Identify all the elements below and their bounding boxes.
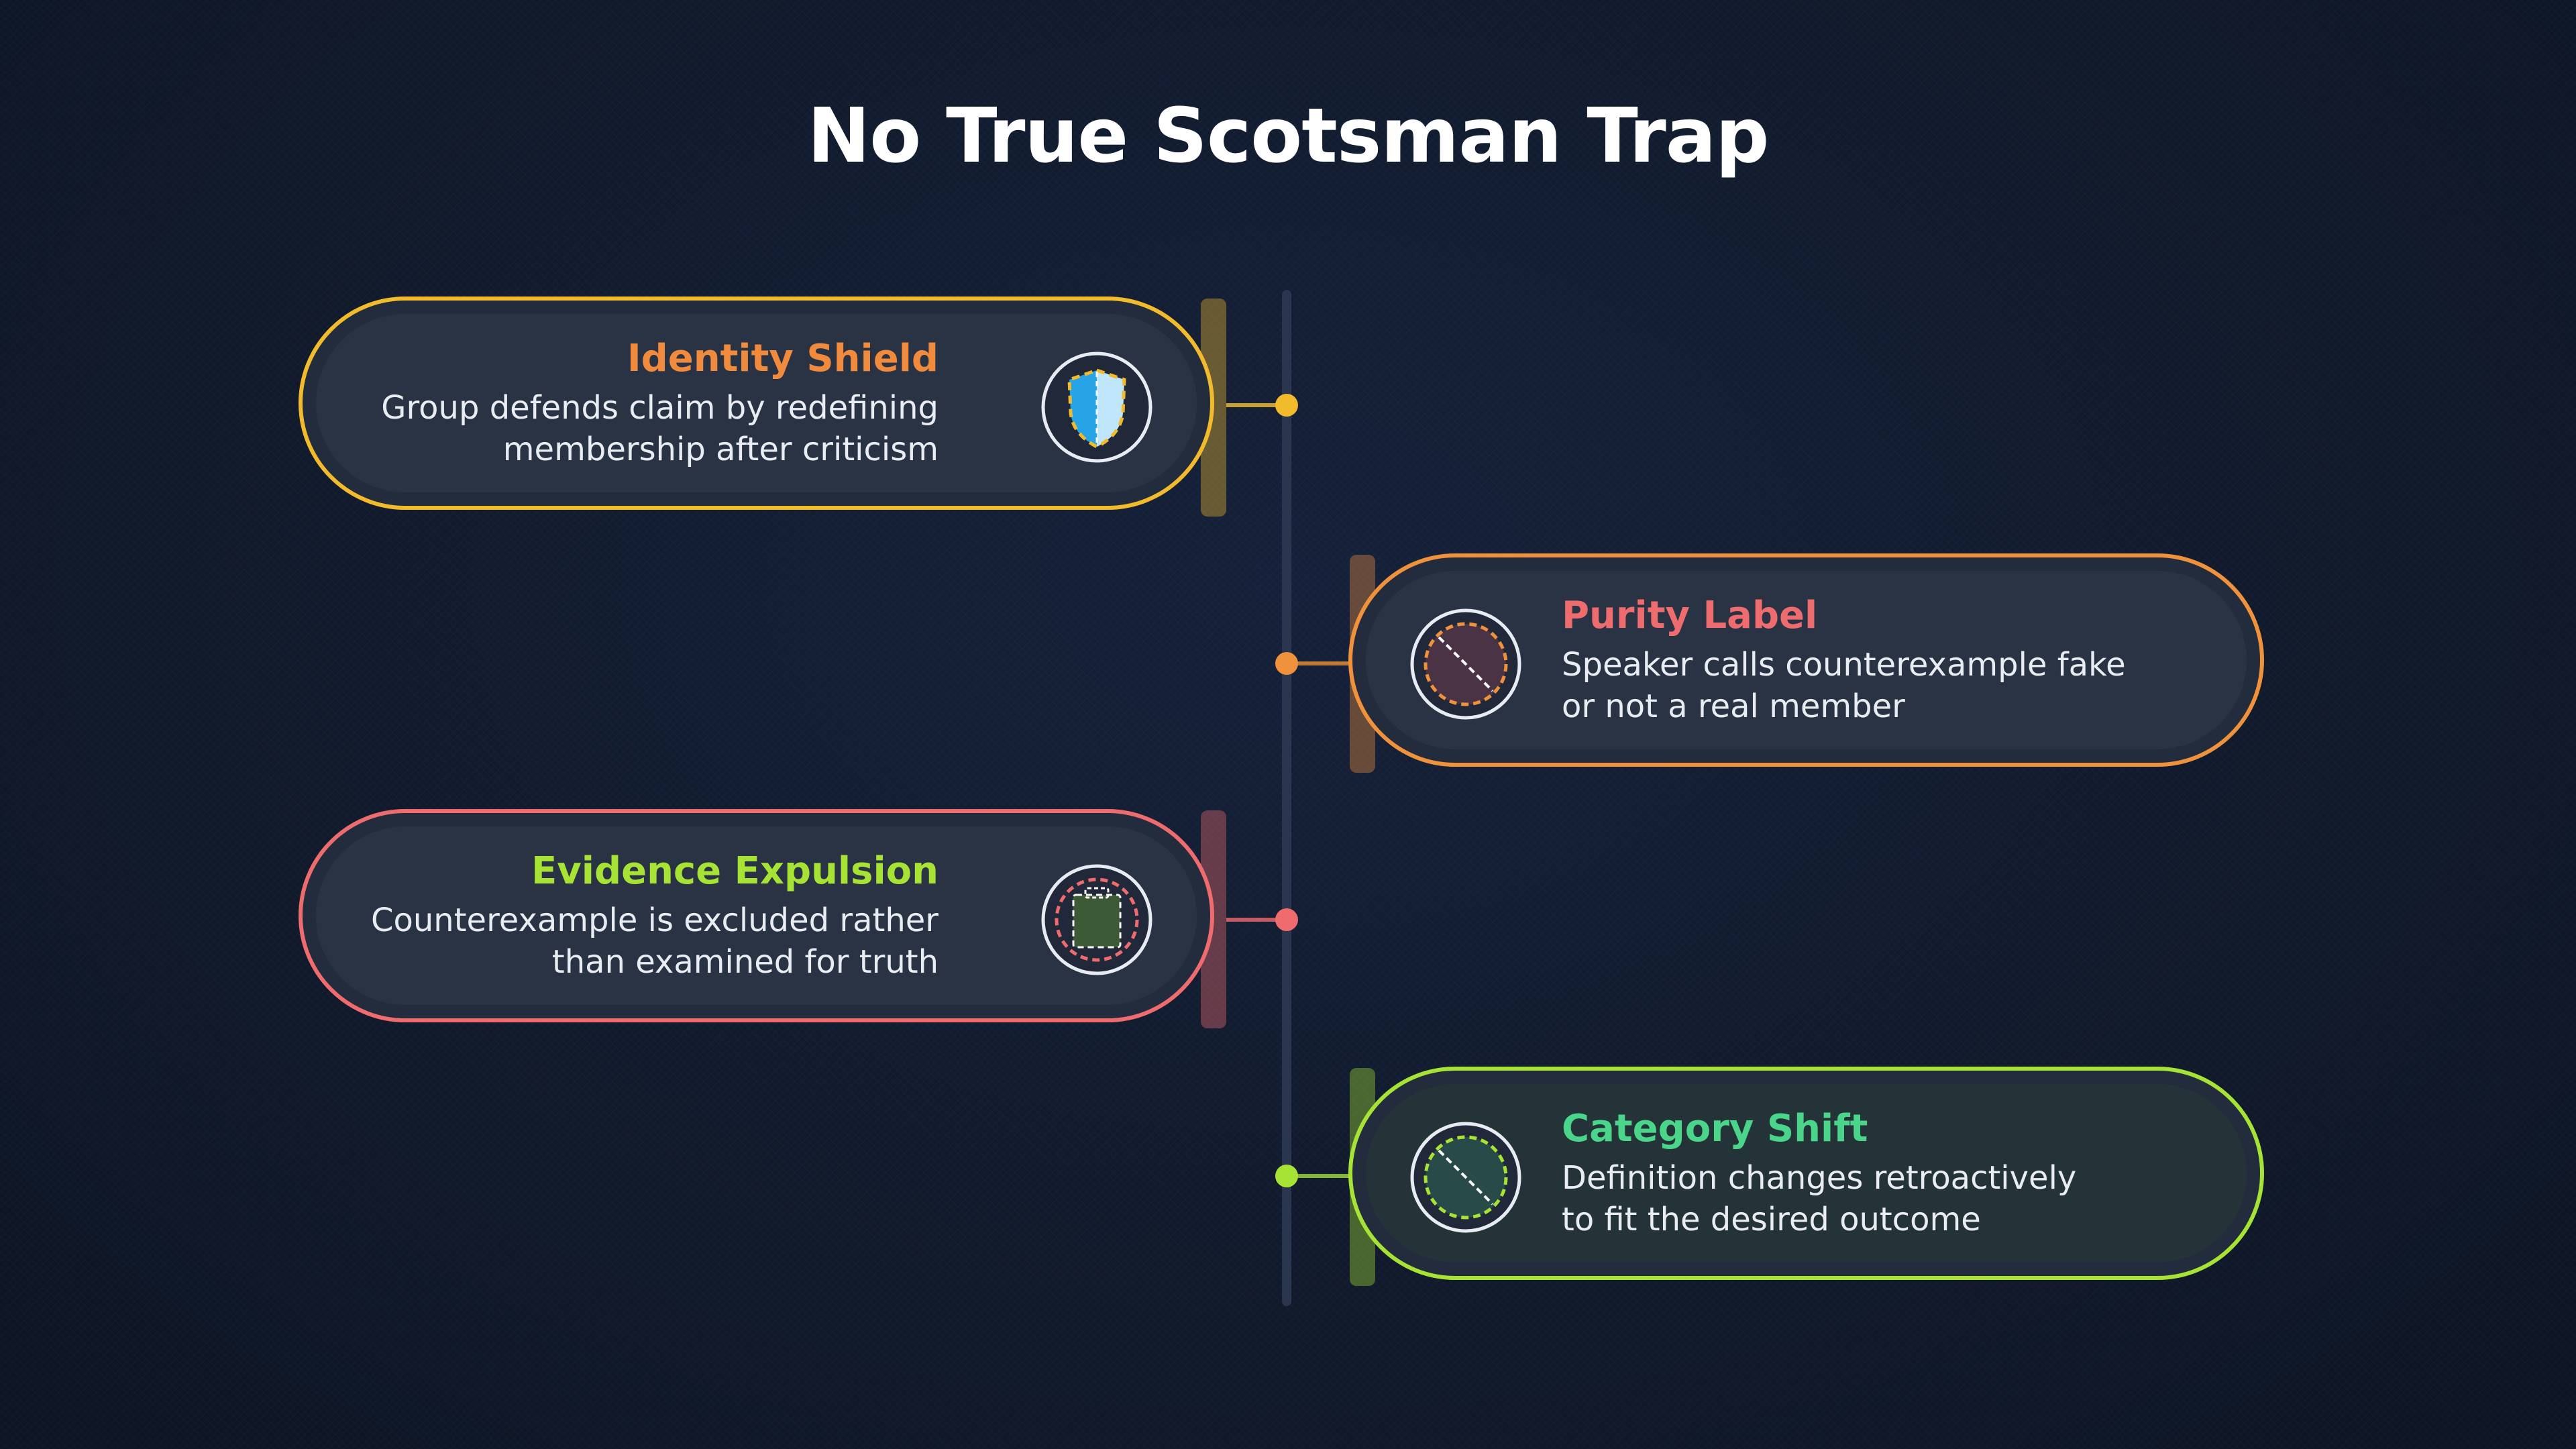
card-title: Identity Shield	[627, 336, 938, 380]
card-description: Group defends claim by redefining member…	[335, 387, 938, 470]
card-category-shift: Category Shift Definition changes retroa…	[1348, 1067, 2264, 1280]
connector-category-shift	[1287, 1174, 1350, 1178]
card-desc-line: Speaker calls counterexample fake	[1562, 645, 2126, 684]
card-text: Evidence Expulsion Counterexample is exc…	[335, 813, 938, 1018]
card-description: Counterexample is excluded rather than e…	[335, 900, 938, 983]
page-title: No True Scotsman Trap	[807, 93, 1770, 180]
timeline-dot-category-shift	[1275, 1165, 1298, 1187]
card-purity-label: Purity Label Speaker calls counterexampl…	[1348, 553, 2264, 767]
card-desc-line: Group defends claim by redefining	[381, 388, 938, 427]
card-desc-line: Counterexample is excluded rather	[371, 901, 938, 939]
card-desc-line: membership after criticism	[502, 430, 938, 468]
card-title: Purity Label	[1562, 593, 1818, 637]
shield-icon	[1041, 352, 1152, 463]
card-title: Category Shift	[1562, 1106, 1868, 1150]
connector-purity-label	[1287, 661, 1350, 665]
card-desc-line: than examined for truth	[551, 943, 938, 981]
card-text: Category Shift Definition changes retroa…	[1562, 1071, 2165, 1276]
timeline-dot-evidence-expulsion	[1275, 908, 1298, 931]
timeline-dot-purity-label	[1275, 652, 1298, 675]
card-identity-shield: Identity Shield Group defends claim by r…	[299, 297, 1214, 510]
connector-identity-shield	[1226, 403, 1287, 407]
card-desc-line: Definition changes retroactively	[1562, 1159, 2077, 1197]
card-text: Identity Shield Group defends claim by r…	[335, 301, 938, 506]
card-desc-line: to fit the desired outcome	[1562, 1200, 1981, 1238]
prohibited-icon	[1410, 608, 1521, 720]
card-desc-line: or not a real member	[1562, 687, 1905, 725]
card-description: Definition changes retroactively to fit …	[1562, 1157, 2165, 1240]
category-shift-icon	[1410, 1122, 1521, 1233]
evidence-box-icon	[1041, 864, 1152, 975]
card-evidence-expulsion: Evidence Expulsion Counterexample is exc…	[299, 809, 1214, 1022]
card-text: Purity Label Speaker calls counterexampl…	[1562, 557, 2165, 763]
timeline-dot-identity-shield	[1275, 394, 1298, 417]
card-description: Speaker calls counterexample fake or not…	[1562, 644, 2165, 727]
card-title: Evidence Expulsion	[531, 849, 938, 893]
connector-evidence-expulsion	[1226, 918, 1287, 922]
timeline-spine	[1282, 290, 1291, 1306]
